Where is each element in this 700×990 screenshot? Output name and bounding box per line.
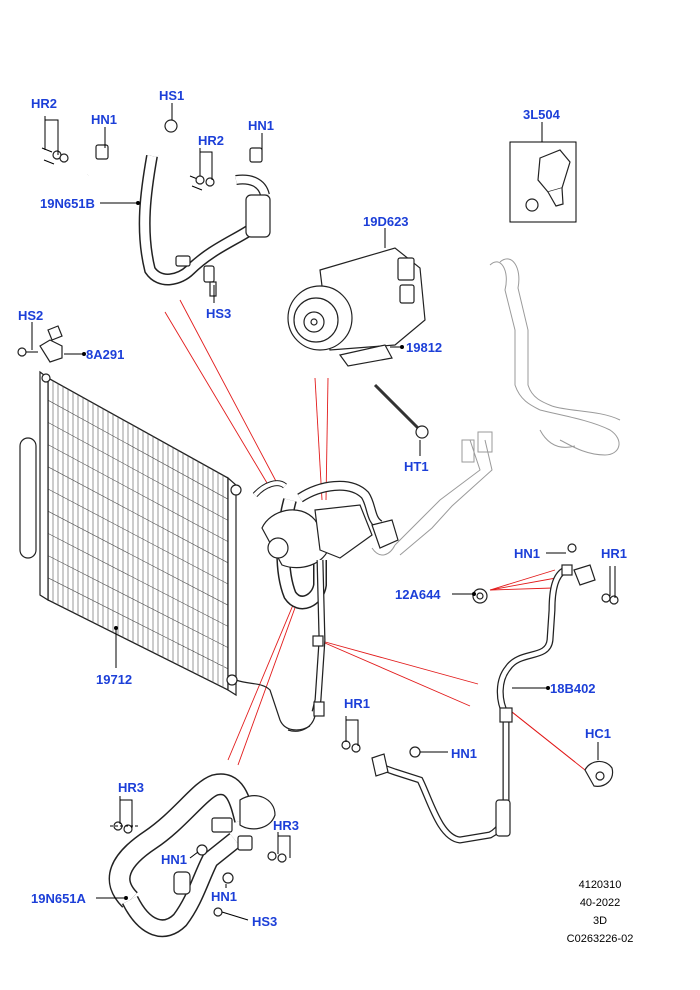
compressor-19d623 — [287, 228, 429, 456]
leader-dots — [82, 201, 550, 690]
callout-12a644: 12A644 — [395, 587, 441, 602]
condenser-19712 — [19, 370, 311, 731]
callout-hn1-mid: HN1 — [451, 746, 478, 761]
reference-view: 3D — [592, 915, 608, 927]
callout-hr3-right: HR3 — [273, 818, 300, 833]
callout-19812: 19812 — [406, 340, 443, 355]
reference-date: 40-2022 — [579, 897, 621, 909]
callout-19n651b: 19N651B — [40, 196, 95, 211]
callout-hs3-bottom: HS3 — [252, 914, 278, 929]
callout-hn1-bottom-a: HN1 — [161, 852, 188, 867]
bracket-8a291 — [17, 322, 84, 363]
callout-lines — [164, 299, 586, 771]
reference-code: 4120310 — [578, 879, 622, 891]
hose-assembly-19n651b — [41, 119, 271, 297]
callout-hr3-left: HR3 — [118, 780, 145, 795]
hose-assembly-19n651a — [96, 773, 291, 938]
callout-hs3-top: HS3 — [206, 306, 232, 321]
leaders-top-left — [44, 103, 263, 303]
diagram-reference: 4120310 40-2022 3D C0263226-02 — [560, 878, 640, 946]
callout-hs1: HS1 — [159, 88, 185, 103]
callout-hn1-top-left: HN1 — [91, 112, 118, 127]
callout-ht1: HT1 — [404, 459, 429, 474]
central-hose-cluster — [252, 480, 399, 732]
callout-hn1-top-mid: HN1 — [248, 118, 275, 133]
callout-19712: 19712 — [96, 672, 133, 687]
callout-19n651a: 19N651A — [31, 891, 86, 906]
callout-8a291: 8A291 — [86, 347, 125, 362]
callout-hs2: HS2 — [18, 308, 44, 323]
reference-image-id: C0263226-02 — [566, 933, 634, 945]
callout-19d623: 19D623 — [363, 214, 409, 229]
hose-assembly-18b402 — [341, 543, 619, 844]
callout-hr2-top-left: HR2 — [31, 96, 58, 111]
callout-hc1: HC1 — [585, 726, 612, 741]
callout-hr1-right: HR1 — [601, 546, 628, 561]
callout-3l504: 3L504 — [523, 107, 560, 122]
callout-hn1-bottom-b: HN1 — [211, 889, 238, 904]
callout-hr1-mid: HR1 — [344, 696, 371, 711]
callout-hn1-right: HN1 — [514, 546, 541, 561]
callout-hr2-top-mid: HR2 — [198, 133, 225, 148]
callout-18b402: 18B402 — [550, 681, 596, 696]
part-3l504-box — [509, 122, 577, 223]
ghost-pipework — [371, 258, 621, 556]
